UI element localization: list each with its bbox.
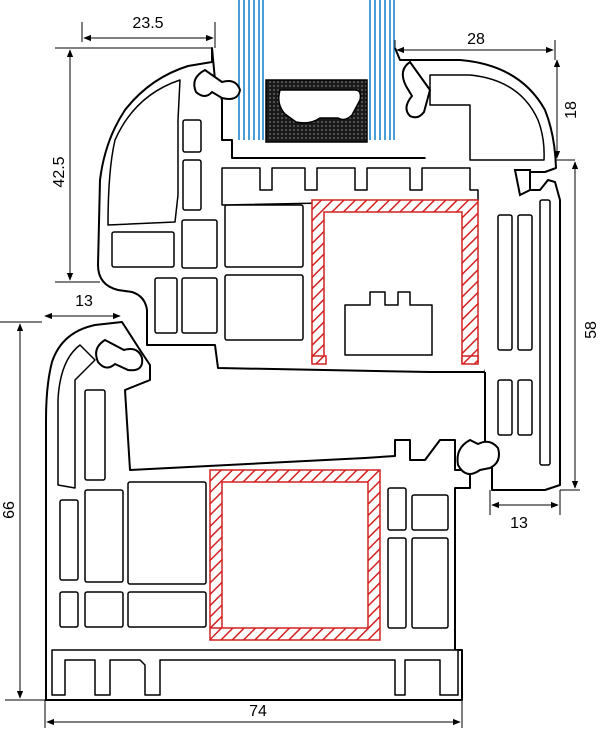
frame-chamber <box>411 494 449 531</box>
glass-spacer <box>265 79 368 143</box>
sash-chamber <box>497 214 513 351</box>
frame-chamber <box>387 487 407 531</box>
frame-gasket-right <box>456 438 500 475</box>
frame-base <box>51 649 459 696</box>
dimension-label-right-top: 18 <box>563 101 580 119</box>
frame-profile <box>45 321 500 701</box>
frame-chamber <box>84 591 124 628</box>
frame-chamber <box>59 499 79 581</box>
glazing-gasket-left <box>193 68 242 100</box>
sash-chamber <box>182 119 202 153</box>
sash-seal-right <box>513 169 531 197</box>
sash-chamber <box>182 159 202 211</box>
frame-chamber <box>387 537 407 629</box>
sash-chamber <box>517 214 533 351</box>
frame-chamber <box>127 591 207 628</box>
sash-chamber <box>181 219 218 269</box>
frame-chamber <box>84 489 124 583</box>
sash-chamber-top <box>221 167 479 206</box>
dimension-label-right-offset: 13 <box>510 515 528 532</box>
steel-reinforcement-sash <box>311 199 479 365</box>
sash-chamber <box>517 379 533 436</box>
glazing-gasket-right <box>401 60 432 119</box>
sash-chamber-curved <box>107 79 181 226</box>
dimension-lines <box>0 22 580 728</box>
frame-chamber <box>59 591 79 628</box>
glass-pane-right <box>369 0 395 140</box>
dimension-label-total-width: 74 <box>249 703 267 720</box>
sash-chamber <box>224 204 304 268</box>
sash-chamber-curved-right <box>429 74 545 161</box>
frame-chamber <box>84 389 106 481</box>
glass-pane-left <box>238 0 264 140</box>
steel-reinforcement-frame <box>209 469 381 641</box>
dimension-label-right-height: 58 <box>583 321 600 339</box>
frame-chamber-curved <box>57 344 96 489</box>
sash-chamber <box>497 379 513 436</box>
dimension-label-top-right: 28 <box>467 31 485 48</box>
glazing-unit <box>238 0 395 143</box>
dimension-label-left-offset: 13 <box>75 293 93 310</box>
frame-gasket-left <box>95 338 144 372</box>
sash-chamber <box>181 277 218 334</box>
frame-chamber <box>411 537 449 629</box>
dimension-label-top-left: 23.5 <box>132 15 163 32</box>
sash-chamber <box>154 277 178 334</box>
sash-chamber <box>224 274 304 341</box>
sash-chamber <box>539 199 551 466</box>
dimension-labels: 23.5 28 18 42.5 13 58 66 13 74 <box>1 15 600 720</box>
dimension-label-left-upper: 42.5 <box>51 156 68 187</box>
frame-chamber <box>127 481 207 585</box>
sash-chamber <box>111 231 175 268</box>
dimension-label-left-height: 66 <box>1 501 18 519</box>
